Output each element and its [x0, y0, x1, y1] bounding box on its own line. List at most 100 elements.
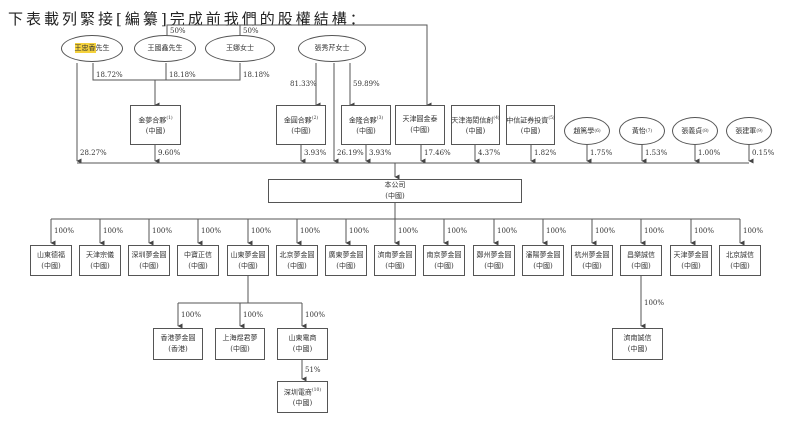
entity-name-line: 北京夢金圓: [280, 250, 315, 261]
individual-name: 黃怡: [631, 127, 646, 135]
entity-region: (中國): [582, 261, 602, 270]
entity-name: 杭州夢金圓: [574, 250, 610, 259]
entity-name: 山東德福: [37, 250, 65, 259]
percentage-label: 100%: [181, 311, 202, 319]
entity-name: 天津夢金圓: [673, 250, 709, 259]
shareholder-individual: 張建軍(9): [726, 117, 772, 145]
entity-name-line: 上海煜君夢: [223, 333, 258, 344]
individual-name: 張建軍: [735, 127, 757, 135]
subsidiary-box: 天津夢金圓 (中國): [670, 245, 712, 276]
subsidiary-box: 上海煜君夢(中國): [215, 328, 265, 360]
percentage-label: 3.93%: [304, 149, 327, 157]
percentage-label: 18.18%: [169, 71, 196, 79]
subsidiary-box: 山東電商 (中國): [277, 328, 328, 360]
shareholder-entity-box: 天津海閎信創(4)(中國): [451, 105, 500, 145]
percentage-label: 17.46%: [424, 149, 451, 157]
entity-name: 山東電商: [288, 334, 317, 342]
entity-name: 上海煜君夢: [222, 334, 258, 342]
percentage-label: 18.72%: [96, 71, 123, 79]
entity-name-line: 天津海閎信創(4): [451, 113, 499, 126]
entity-region: (中國): [434, 261, 454, 270]
shareholder-individual: 王忠香先生: [61, 34, 123, 62]
entity-name-line: 中寶正信: [184, 250, 212, 261]
entity-region: (中國): [631, 261, 651, 270]
percentage-label: 100%: [201, 227, 222, 235]
percentage-label: 100%: [497, 227, 518, 235]
subsidiary-box: 瀋陽夢金圓(中國): [522, 245, 564, 276]
percentage-label: 1.75%: [590, 149, 613, 157]
percentage-label: 100%: [300, 227, 321, 235]
footnote-marker: (7): [645, 128, 653, 134]
shareholder-entity-box: 金圓合夥(2)(中國): [276, 105, 326, 145]
entity-name-line: 山東德福: [37, 250, 65, 261]
entity-name-line: 濟南誠信: [624, 333, 652, 344]
entity-name-line: 香港夢金圓: [161, 333, 196, 344]
individual-name: 王娜女士: [226, 44, 254, 52]
percentage-label: 100%: [398, 227, 419, 235]
entity-name: 南京夢金圓: [426, 250, 462, 259]
percentage-label: 1.53%: [645, 149, 668, 157]
shareholder-entity-box: 金夢合夥(1)(中國): [130, 105, 181, 145]
individual-name: 張秀芹女士: [314, 44, 350, 52]
entity-region: (中國): [291, 127, 311, 136]
entity-name-line: 濟南夢金圓: [378, 250, 413, 261]
entity-region: (中國): [292, 399, 313, 408]
percentage-label: 4.37%: [478, 149, 501, 157]
entity-region: (中國): [465, 127, 486, 136]
entity-region: (中國): [188, 261, 208, 270]
percentage-label: 100%: [644, 227, 665, 235]
subsidiary-box: 山東德福 (中國): [30, 245, 72, 276]
subsidiary-box: 南京夢金圓 (中國): [423, 245, 465, 276]
entity-region: (中國): [385, 192, 405, 200]
entity-region: (中國): [730, 261, 750, 270]
entity-name-line: 金隆合夥(3): [349, 113, 383, 126]
entity-name-line: 深圳電商(10): [284, 385, 321, 398]
entity-name-line: 本公司: [385, 180, 406, 191]
percentage-label: 100%: [743, 227, 764, 235]
subsidiary-box: 深圳電商(10)(中國): [277, 381, 328, 413]
entity-name: 天津海閎信創: [451, 116, 494, 125]
entity-name: 中信証券投資: [506, 116, 549, 125]
percentage-label: 100%: [595, 227, 616, 235]
footnote-marker: (6): [594, 128, 601, 134]
entity-name-line: 廣東夢金圓: [329, 250, 364, 261]
entity-name-line: 山東電商: [289, 333, 317, 344]
entity-name: 深圳夢金圓: [131, 250, 167, 259]
shareholder-individual: 趙篤學(6): [564, 117, 610, 145]
entity-name: 本公司: [384, 181, 406, 189]
footnote-marker: (2): [311, 115, 319, 121]
percentage-label: 100%: [103, 227, 124, 235]
shareholder-individual: 王娜女士: [205, 34, 275, 62]
individual-title: 先生: [95, 44, 110, 52]
footnote-marker: (9): [756, 128, 763, 134]
entity-region: (中國): [292, 345, 313, 353]
subsidiary-box: 廣東夢金圓(中國): [325, 245, 367, 276]
percentage-label: 18.18%: [243, 71, 270, 79]
entity-name: 天津宗儀: [86, 250, 114, 259]
entity-name: 鄭州夢金圓: [476, 250, 512, 259]
entity-name: 香港夢金圓: [160, 334, 196, 342]
company-box: 本公司 (中國): [268, 179, 522, 203]
percentage-label: 100%: [251, 227, 272, 235]
footnote-marker: (4): [493, 115, 500, 121]
percentage-label: 1.82%: [534, 149, 557, 157]
entity-name: 深圳電商: [283, 388, 312, 397]
entity-name: 山東夢金圓: [230, 250, 266, 259]
percentage-label: 26.19%: [337, 149, 364, 157]
percentage-label: 100%: [54, 227, 75, 235]
subsidiary-box: 濟南夢金圓(中國): [374, 245, 416, 276]
entity-region: (中國): [287, 261, 307, 270]
entity-name: 濟南誠信: [623, 334, 652, 342]
entity-region: (中國): [336, 261, 356, 270]
percentage-label: 100%: [243, 311, 264, 319]
entity-region: (中國): [385, 261, 405, 270]
subsidiary-box: 昌樂誠信(中國): [620, 245, 662, 276]
individual-name: 王忠香: [74, 43, 96, 53]
entity-region: (中國): [41, 261, 61, 270]
entity-name-line: 深圳夢金圓: [132, 250, 167, 261]
footnote-marker: (10): [311, 387, 322, 393]
entity-region: (中國): [681, 261, 701, 270]
entity-name: 中寶正信: [184, 250, 212, 259]
